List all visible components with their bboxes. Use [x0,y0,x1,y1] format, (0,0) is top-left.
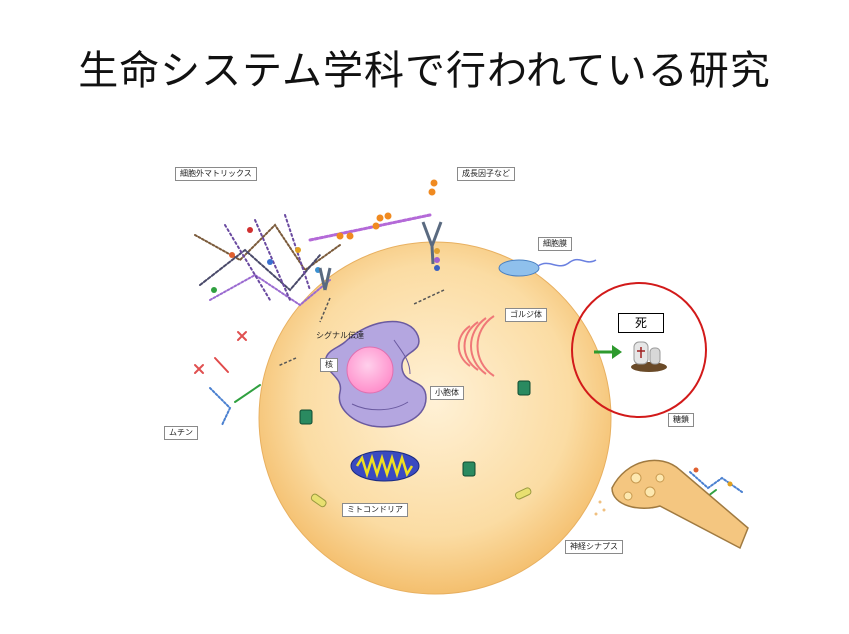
label-signaling: シグナル伝達 [316,331,364,340]
receptors [318,221,443,291]
slide-title: 生命システム学科で行われている研究 [78,48,771,94]
membrane-vesicle [498,259,540,277]
label-golgi: ゴルジ体 [505,308,547,322]
label-cell-membrane: 細胞膜 [538,237,572,251]
label-er: 小胞体 [430,386,464,400]
membrane-tail [537,258,597,267]
label-sugar-chain: 糖鎖 [668,413,694,427]
death-highlight-circle [571,282,707,418]
grave-icon [631,341,667,372]
nucleus [346,346,394,394]
arrow-icon [594,345,622,359]
signaling-arrows [277,289,445,367]
label-mitochondria: ミトコンドリア [342,503,408,517]
neural-synapse [594,459,749,550]
organelle-cluster [299,380,531,477]
label-ecm: 細胞外マトリックス [175,167,257,181]
growth-factor-dot [428,188,436,196]
mitochondrion-small [514,487,532,500]
label-death: 死 [618,313,664,333]
label-growth-factor: 成長因子など [457,167,515,181]
label-synapse: 神経シナプス [565,540,623,554]
mitochondrion-small [310,493,327,508]
golgi-apparatus [457,315,495,377]
growth-factor-dot [430,179,438,187]
extracellular-matrix [194,212,432,307]
label-mucin: ムチン [164,426,198,440]
mucin-strands [194,331,261,426]
mitochondrion-large [350,450,420,482]
label-nucleus: 核 [320,358,338,372]
